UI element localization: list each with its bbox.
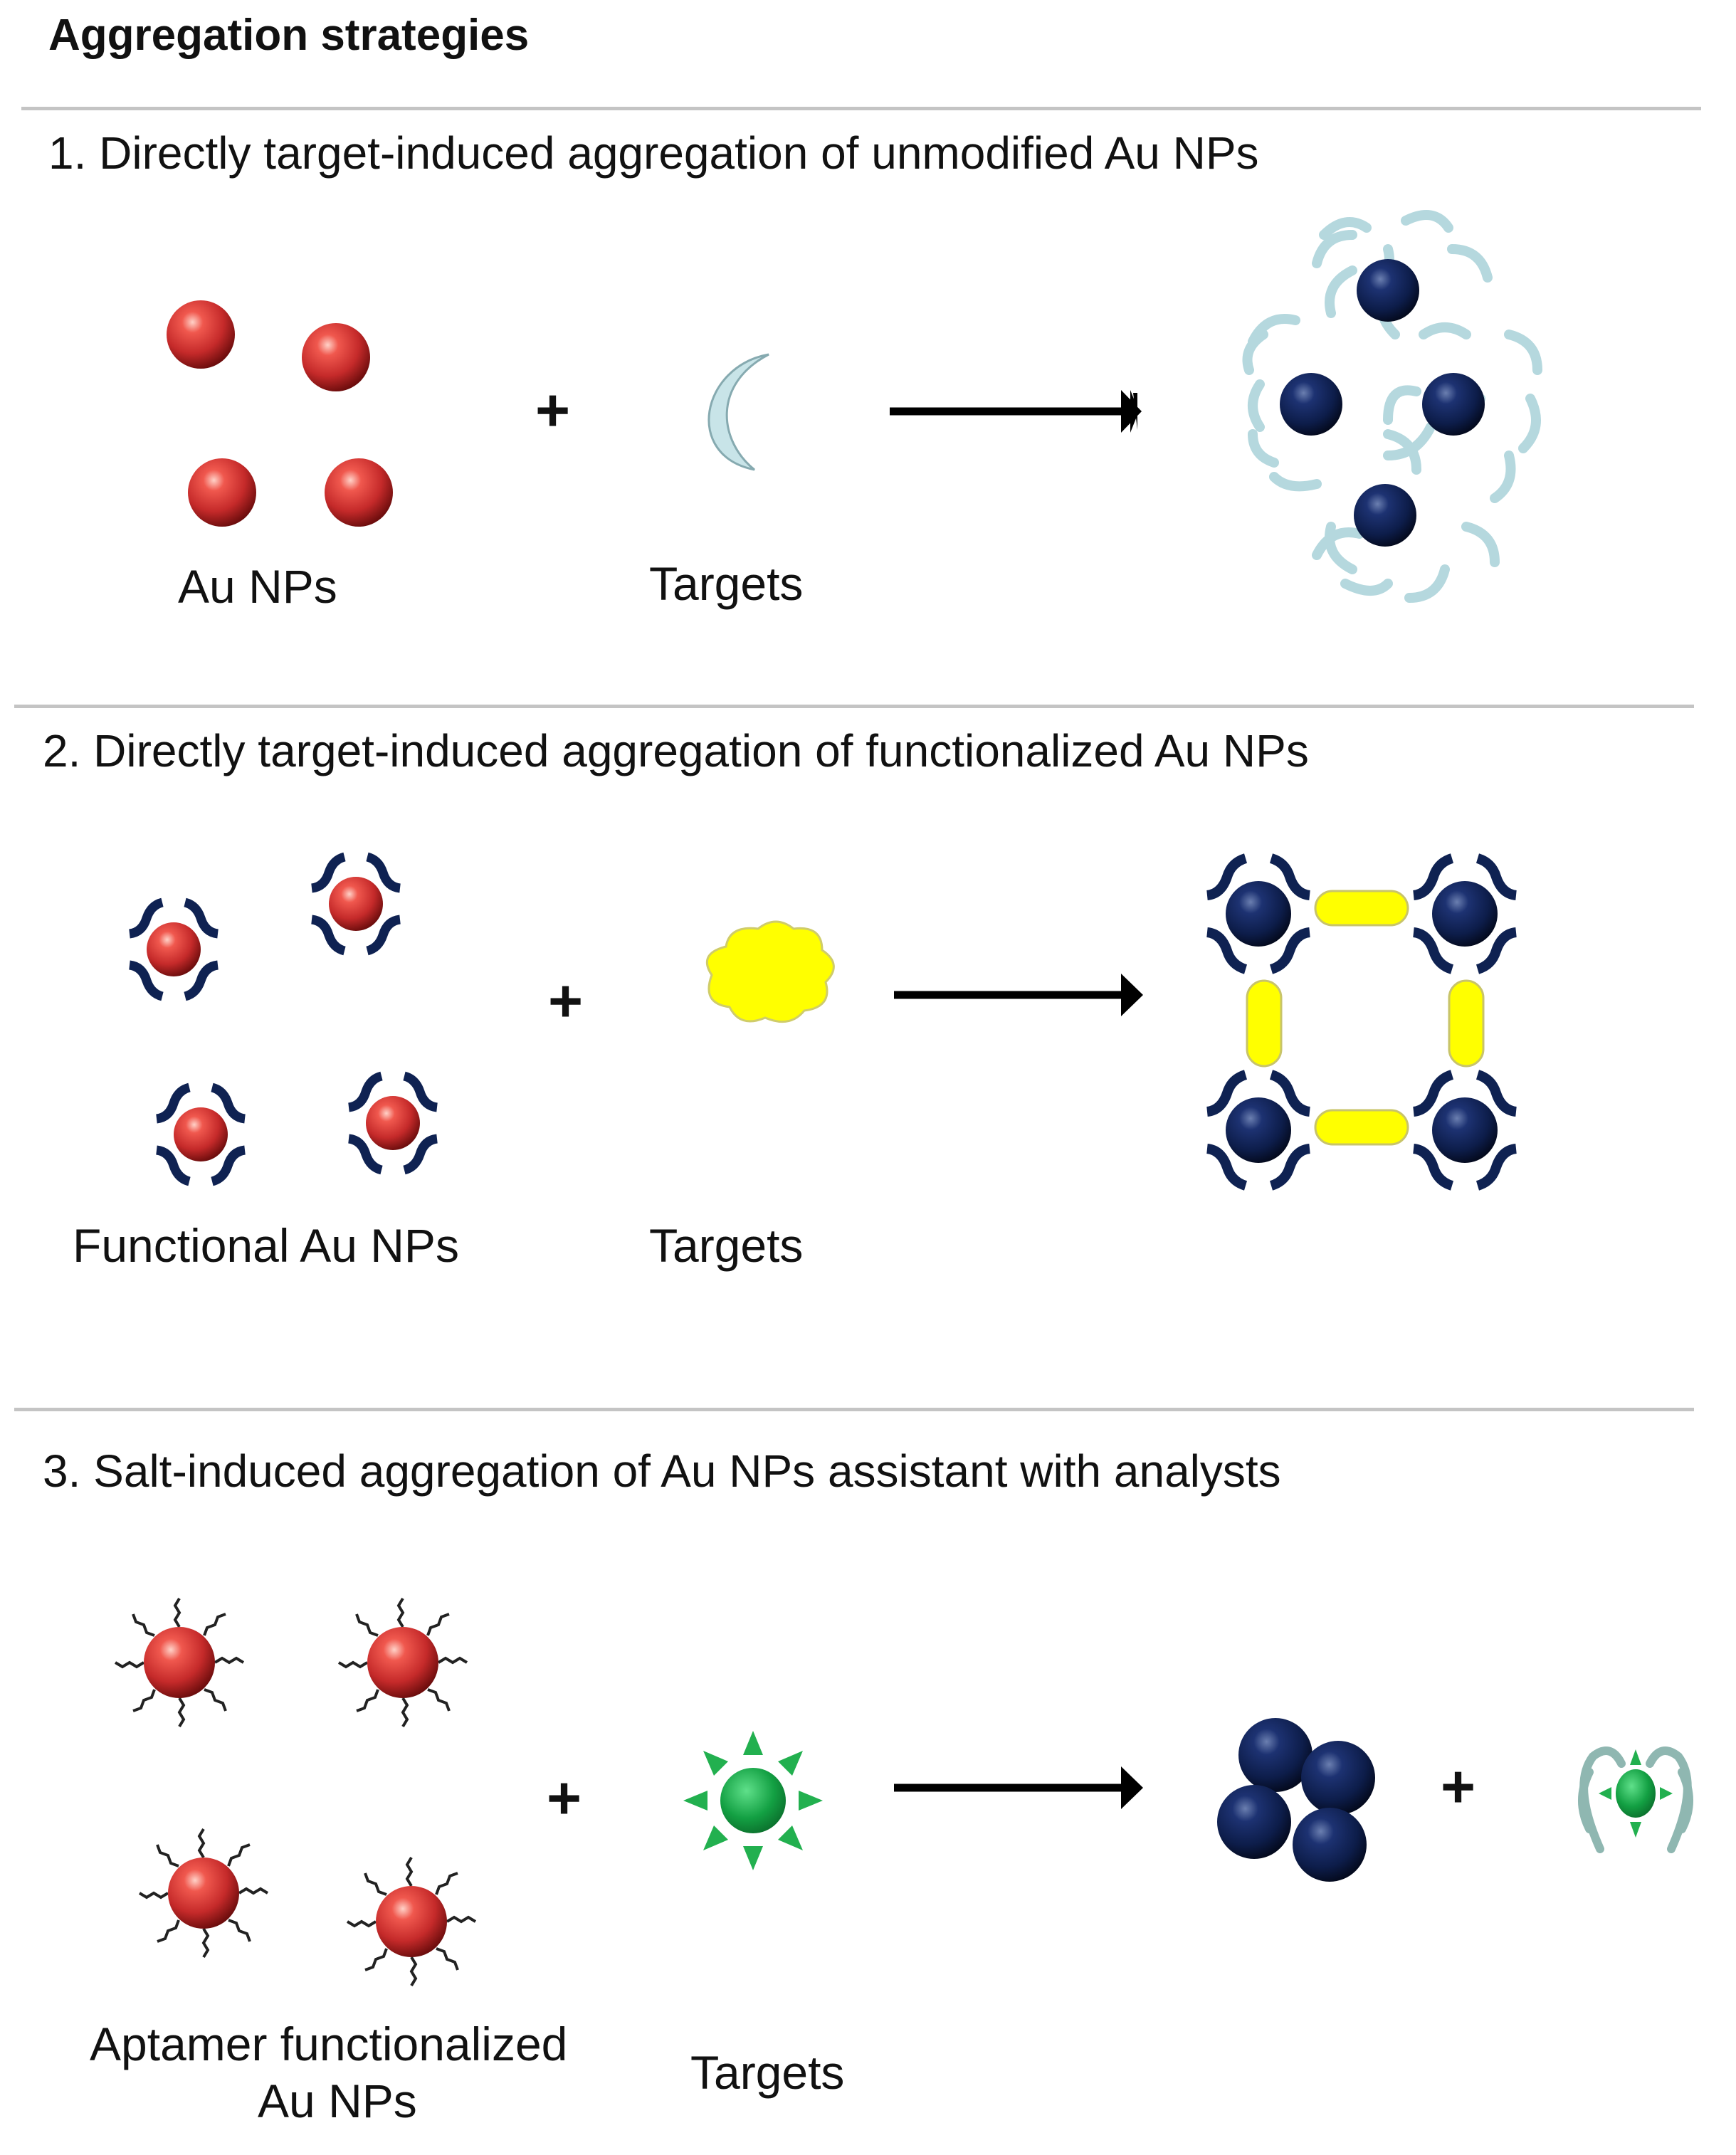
cloud-target-icon bbox=[705, 920, 835, 1023]
aggregated-np bbox=[1422, 373, 1485, 436]
section-3-aggregate bbox=[1217, 1718, 1375, 1882]
aggregated-np bbox=[1354, 484, 1416, 547]
section-3-reactant-label-line2: Au NPs bbox=[258, 2075, 417, 2127]
section-3-target-label: Targets bbox=[690, 2046, 845, 2099]
section-1-target-label: Targets bbox=[649, 557, 804, 610]
au-np bbox=[188, 458, 256, 527]
aggregated-np bbox=[1217, 1785, 1291, 1859]
section-1-reactant-label: Au NPs bbox=[178, 560, 337, 613]
section-2-reactant-label: Functional Au NPs bbox=[73, 1219, 459, 1272]
section-2-functional-au-nps bbox=[128, 852, 438, 1186]
aggregated-np bbox=[1293, 1808, 1367, 1882]
section-2-target-label: Targets bbox=[649, 1219, 804, 1272]
au-np bbox=[167, 300, 235, 369]
green-star-target-icon bbox=[683, 1731, 823, 1870]
section-1-plus: + bbox=[535, 376, 571, 443]
figure-title: Aggregation strategies bbox=[48, 11, 530, 60]
section-2-aggregate bbox=[1206, 853, 1517, 1191]
section-3-plus: + bbox=[547, 1764, 582, 1831]
divider-section-3 bbox=[14, 1408, 1694, 1411]
section-3-aptamer-au-nps bbox=[114, 1597, 477, 1987]
section-1-au-nps bbox=[167, 300, 393, 527]
section-3-heading: 3. Salt-induced aggregation of Au NPs as… bbox=[43, 1445, 1281, 1497]
section-1-aggregate bbox=[1242, 210, 1542, 603]
aggregated-np bbox=[1357, 259, 1419, 322]
arrowhead-2 bbox=[1121, 974, 1143, 1016]
section-3-reactant-label-line1: Aptamer functionalized bbox=[90, 2018, 568, 2070]
aggregated-np bbox=[1301, 1741, 1375, 1815]
section-2-heading: 2. Directly target-induced aggregation o… bbox=[43, 725, 1309, 776]
section-2-plus: + bbox=[548, 967, 584, 1034]
section-1-heading: 1. Directly target-induced aggregation o… bbox=[48, 127, 1259, 179]
aggregated-np bbox=[1238, 1718, 1312, 1792]
section-3-product-plus: + bbox=[1441, 1753, 1476, 1820]
aggregated-np bbox=[1280, 373, 1342, 436]
divider-section-2 bbox=[14, 705, 1694, 708]
au-np bbox=[302, 323, 370, 391]
arrowhead-3 bbox=[1121, 1766, 1143, 1809]
divider-top bbox=[21, 107, 1701, 110]
aptamer-bound-target-icon bbox=[1578, 1746, 1693, 1853]
crescent-target-icon bbox=[707, 353, 769, 471]
au-np bbox=[325, 458, 393, 527]
